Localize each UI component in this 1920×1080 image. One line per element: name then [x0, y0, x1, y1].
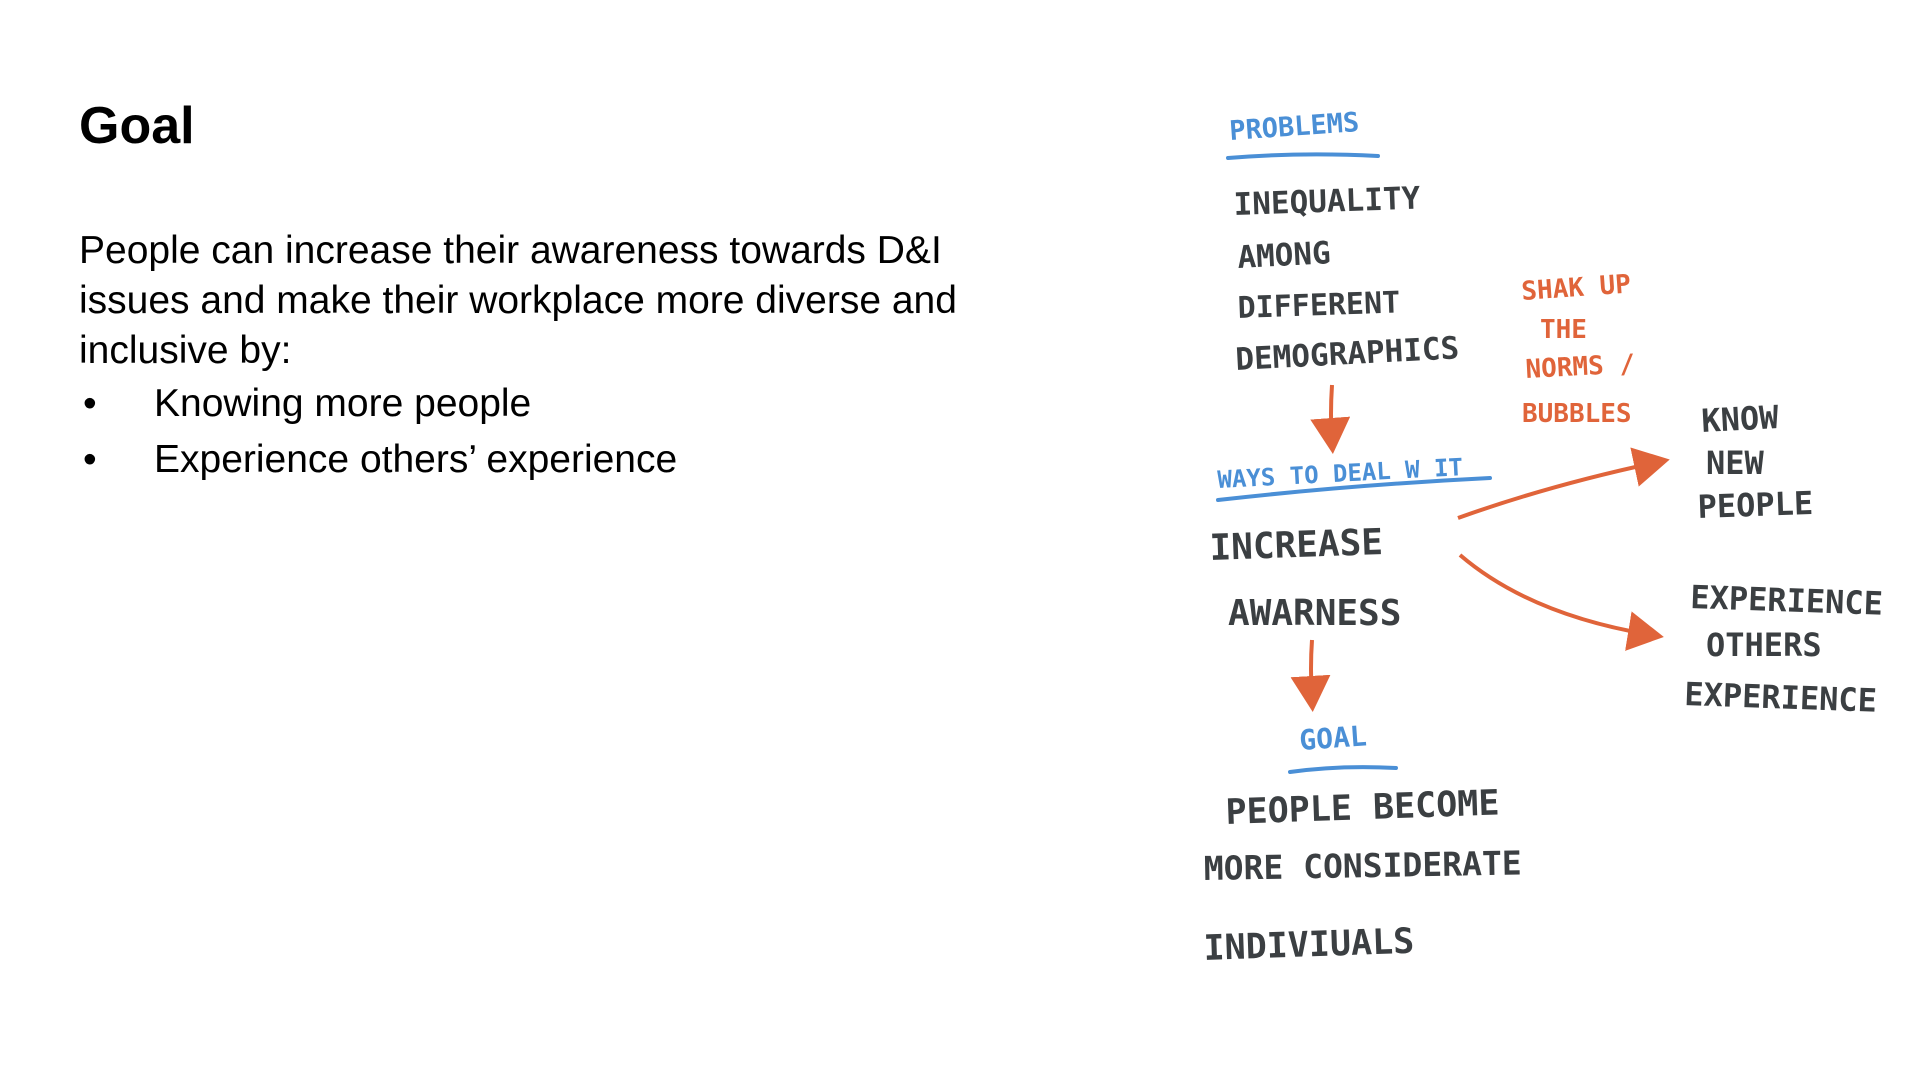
- goal-line: INDIVIUALS: [1203, 922, 1415, 969]
- problems-line: INEQUALITY: [1233, 180, 1421, 223]
- experience-line: OTHERS: [1706, 626, 1822, 664]
- increase-line: AWARNESS: [1228, 593, 1401, 634]
- shake-line: SHAK UP: [1520, 269, 1631, 307]
- goal-line: MORE CONSIDERATE: [1203, 843, 1522, 888]
- goal-heading: GOAL: [1298, 719, 1368, 757]
- shake-line: NORMS /: [1525, 349, 1636, 385]
- bullet-item: • Knowing more people: [79, 376, 1069, 432]
- goal-line: PEOPLE BECOME: [1225, 783, 1500, 833]
- problems-line: DEMOGRAPHICS: [1235, 330, 1461, 378]
- hand-drawn-diagram: PROBLEMS INEQUALITY AMONG DIFFERENT DEMO…: [1203, 107, 1884, 969]
- bullet-dot-icon: •: [83, 438, 97, 481]
- bullet-text: Experience others’ experience: [154, 438, 678, 481]
- increase-line: INCREASE: [1209, 522, 1384, 569]
- know-line: KNOW: [1700, 398, 1780, 440]
- arrow-problems-to-ways: [1310, 384, 1351, 454]
- bullet-list: • Knowing more people • Experience other…: [79, 376, 1069, 488]
- intro-line: inclusive by:: [79, 329, 292, 372]
- slide-body: People can increase their awareness towa…: [79, 226, 1069, 488]
- experience-line: EXPERIENCE: [1690, 578, 1884, 623]
- shake-line: THE: [1540, 315, 1587, 345]
- intro-line: People can increase their awareness towa…: [79, 229, 942, 272]
- know-line: NEW: [1706, 444, 1765, 482]
- bullet-text: Knowing more people: [154, 382, 532, 425]
- slide-title: Goal: [79, 97, 195, 155]
- arrow-increase-to-goal: [1290, 639, 1331, 712]
- know-line: PEOPLE: [1697, 484, 1814, 526]
- goal-underline: [1288, 765, 1398, 774]
- experience-line: EXPERIENCE: [1684, 675, 1878, 720]
- problems-underline: [1226, 152, 1380, 160]
- bullet-dot-icon: •: [83, 382, 97, 425]
- shake-line: BUBBLES: [1522, 399, 1632, 429]
- arrow-to-experience: [1458, 553, 1664, 651]
- problems-line: AMONG: [1237, 235, 1332, 276]
- arrow-to-know-people: [1457, 447, 1670, 520]
- ways-underline: [1216, 476, 1492, 502]
- problems-heading: PROBLEMS: [1228, 107, 1360, 147]
- bullet-item: • Experience others’ experience: [79, 432, 1069, 488]
- problems-line: DIFFERENT: [1237, 285, 1401, 326]
- intro-line: issues and make their workplace more div…: [79, 279, 957, 322]
